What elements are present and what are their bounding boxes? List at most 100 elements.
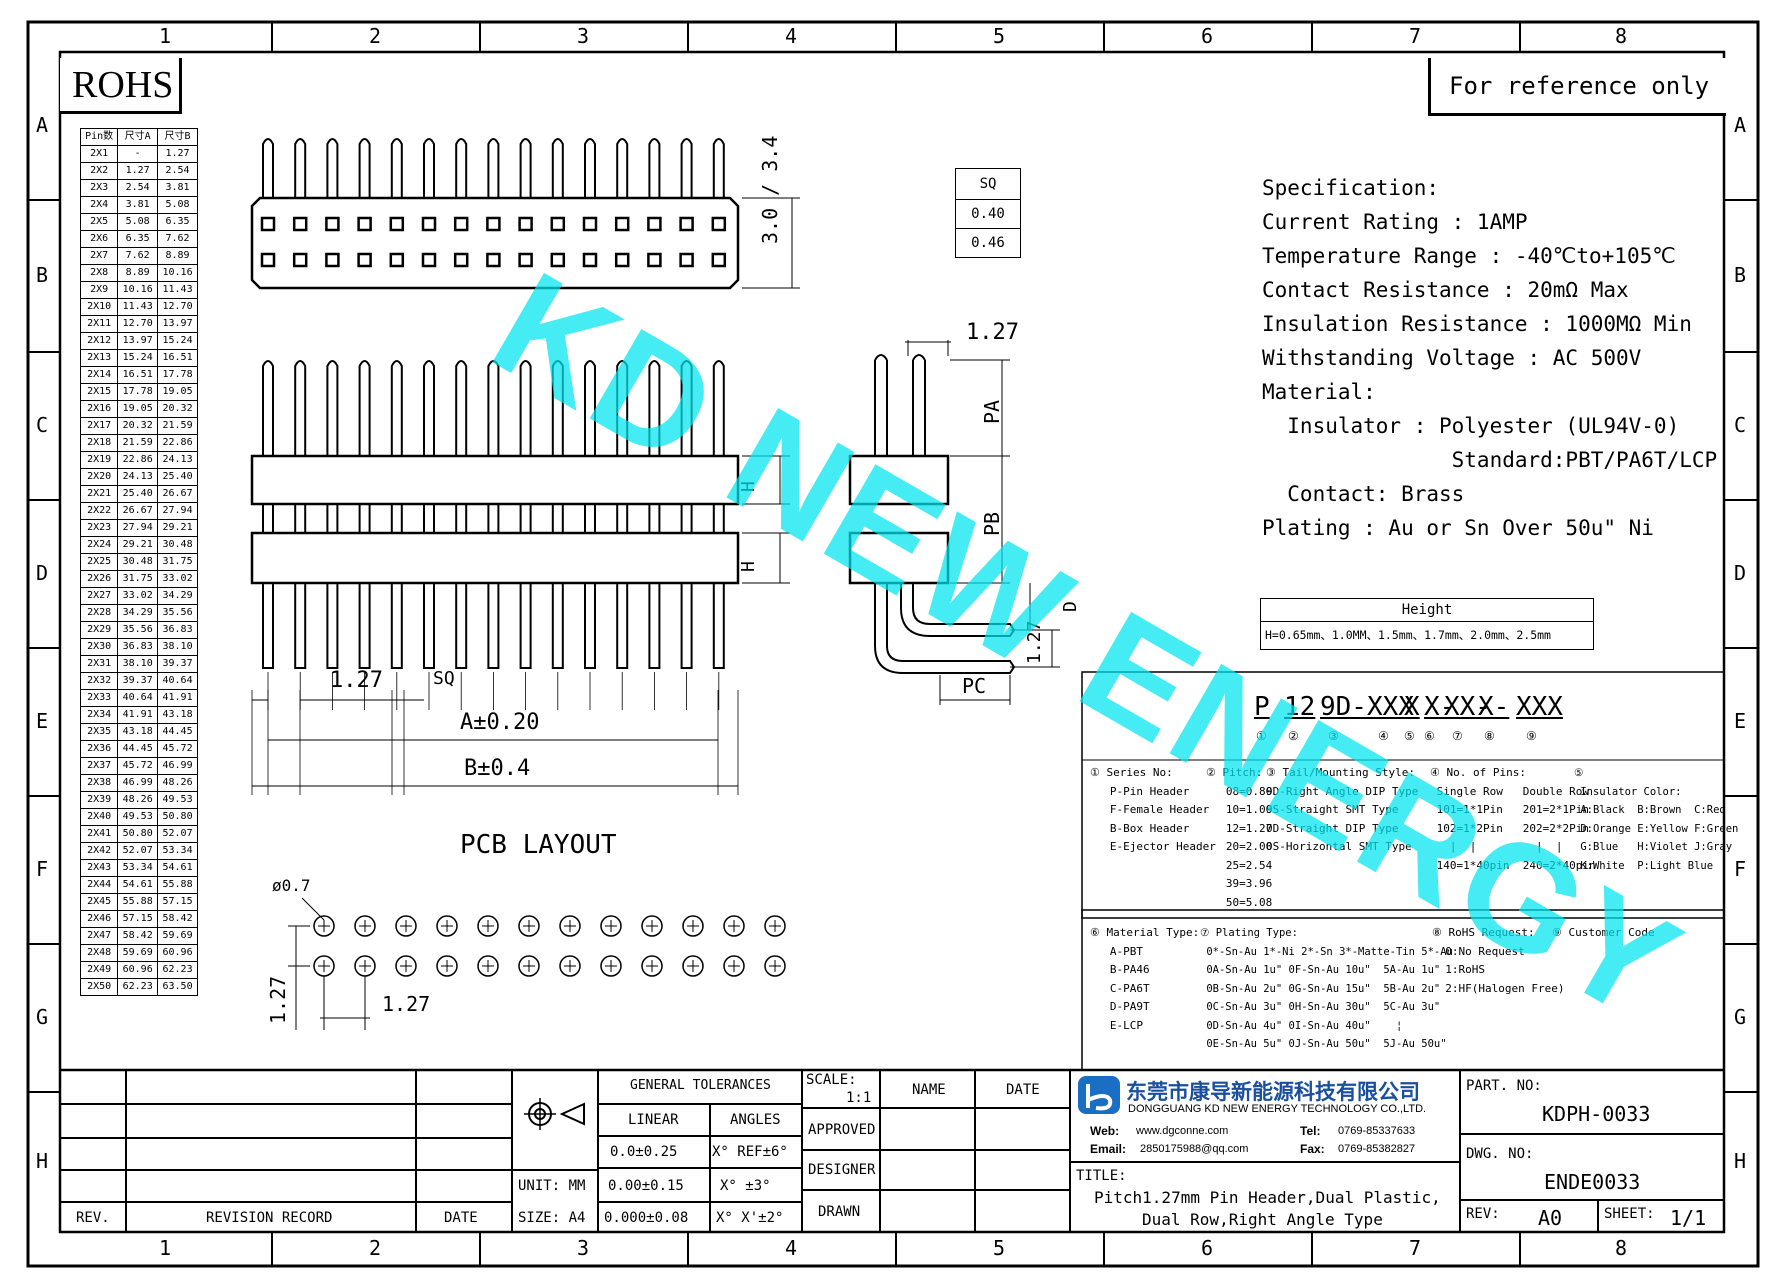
table-cell: 2X14: [79, 366, 119, 384]
drawing-title-line-2: Dual Row,Right Angle Type: [1142, 1210, 1383, 1229]
table-cell: 33.02: [157, 570, 198, 588]
table-cell: 2X40: [79, 808, 119, 826]
table-cell: 2X41: [79, 825, 119, 843]
note-tail: ③ Tail/Mounting Style: 9D-Right Angle DI…: [1266, 766, 1419, 853]
sq-table-header: SQ: [955, 168, 1021, 200]
part-code-marker: ③: [1328, 729, 1339, 743]
table-cell: 8.89: [157, 247, 198, 265]
row-label: F: [36, 857, 49, 881]
table-cell: 1.27: [157, 145, 198, 163]
table-cell: 2X16: [79, 400, 119, 418]
column-label: 8: [1615, 24, 1628, 48]
table-cell: 2X9: [79, 281, 119, 299]
unit-label: UNIT: MM: [518, 1178, 586, 1194]
table-cell: 38.10: [117, 655, 159, 673]
column-label: 5: [993, 24, 1006, 48]
row-label: C: [36, 413, 49, 437]
scale-value: 1:1: [846, 1090, 872, 1106]
table-cell: 2X23: [79, 519, 119, 537]
company-name-cn: 东莞市康导新能源科技有限公司: [1126, 1081, 1420, 1104]
rev-value: A0: [1538, 1206, 1563, 1230]
rev-label: REV:: [1466, 1206, 1500, 1222]
table-cell: 24.13: [117, 468, 159, 486]
spec-line: Specification:: [1262, 176, 1440, 200]
dim-sq-label: SQ: [433, 668, 455, 689]
table-cell: 50.80: [157, 808, 198, 826]
dim-h-label: H: [738, 481, 759, 492]
table-cell: 5.08: [117, 213, 159, 231]
table-cell: 54.61: [157, 859, 198, 877]
table-cell: 19.05: [157, 383, 198, 401]
email-value: 2850175988@qq.com: [1140, 1143, 1249, 1155]
table-cell: 59.69: [117, 944, 159, 962]
scale-label: SCALE:: [806, 1072, 857, 1088]
size-label: SIZE: A4: [518, 1210, 586, 1226]
table-row: 2X1-1.27: [79, 145, 198, 163]
table-cell: 36.83: [117, 638, 159, 656]
table-cell: 2X34: [79, 706, 119, 724]
pcb-layout: [288, 897, 786, 1030]
column-label: 4: [785, 1236, 798, 1260]
part-code-segment: 9D-XXX: [1320, 692, 1414, 722]
drawing-title-line-1: Pitch1.27mm Pin Header,Dual Plastic,: [1094, 1188, 1441, 1207]
note-pins: ④ No. of Pins: Single Row Double Row 101…: [1430, 766, 1596, 872]
table-cell: 43.18: [157, 706, 198, 724]
table-cell: 2X20: [79, 468, 119, 486]
column-label: 3: [577, 1236, 590, 1260]
outer-frame: [26, 20, 1760, 1268]
table-cell: 34.29: [117, 604, 159, 622]
dim-pb-label: PB: [980, 511, 1004, 536]
tolerance-angle-3: X° X'±2°: [716, 1210, 784, 1226]
dim-d-label: D: [1060, 601, 1081, 612]
dim-pa-label: PA: [980, 399, 1004, 424]
zone-grid: [28, 22, 1758, 1266]
table-cell: 20.32: [157, 400, 198, 418]
table-cell: 7.62: [157, 230, 198, 248]
dim-side-pitch2-label: 1.27: [1024, 620, 1045, 664]
column-label: 6: [1201, 24, 1214, 48]
table-cell: 11.43: [157, 281, 198, 299]
table-cell: 2X1: [79, 145, 119, 163]
company-name-en: DONGGUANG KD NEW ENERGY TECHNOLOGY CO.,L…: [1128, 1103, 1427, 1115]
note-rohs: ⑧ RoHS Request: 0:No Request 1:RoHS 2:HF…: [1432, 926, 1565, 995]
column-label: 6: [1201, 1236, 1214, 1260]
tel-value: 0769-85337633: [1338, 1125, 1416, 1137]
table-cell: 11.43: [117, 298, 159, 316]
spec-line: Insulator : Polyester (UL94V-0): [1262, 414, 1680, 438]
angles-label: ANGLES: [730, 1112, 781, 1128]
table-cell: 2X6: [79, 230, 119, 248]
side-view: [848, 340, 1060, 705]
table-cell: 25.40: [157, 468, 198, 486]
table-cell: 33.02: [117, 587, 159, 605]
sq-value: 0.40: [955, 199, 1021, 229]
tolerance-angle-2: X° ±3°: [720, 1178, 771, 1194]
note-plating: ⑦ Plating Type: 0*-Sn-Au 1*-Ni 2*-Sn 3*-…: [1200, 927, 1453, 1050]
table-cell: 40.64: [117, 689, 159, 707]
table-cell: 2X2: [79, 162, 119, 180]
table-cell: 3.81: [157, 179, 198, 197]
spec-line: Contact Resistance : 20mΩ Max: [1262, 278, 1629, 302]
name-header: NAME: [912, 1082, 946, 1098]
table-cell: 2.54: [157, 162, 198, 180]
table-cell: 55.88: [157, 876, 198, 894]
table-cell: 29.21: [117, 536, 159, 554]
row-label: D: [1734, 561, 1747, 585]
web-label: Web:: [1090, 1124, 1120, 1138]
table-cell: 27.94: [117, 519, 159, 537]
